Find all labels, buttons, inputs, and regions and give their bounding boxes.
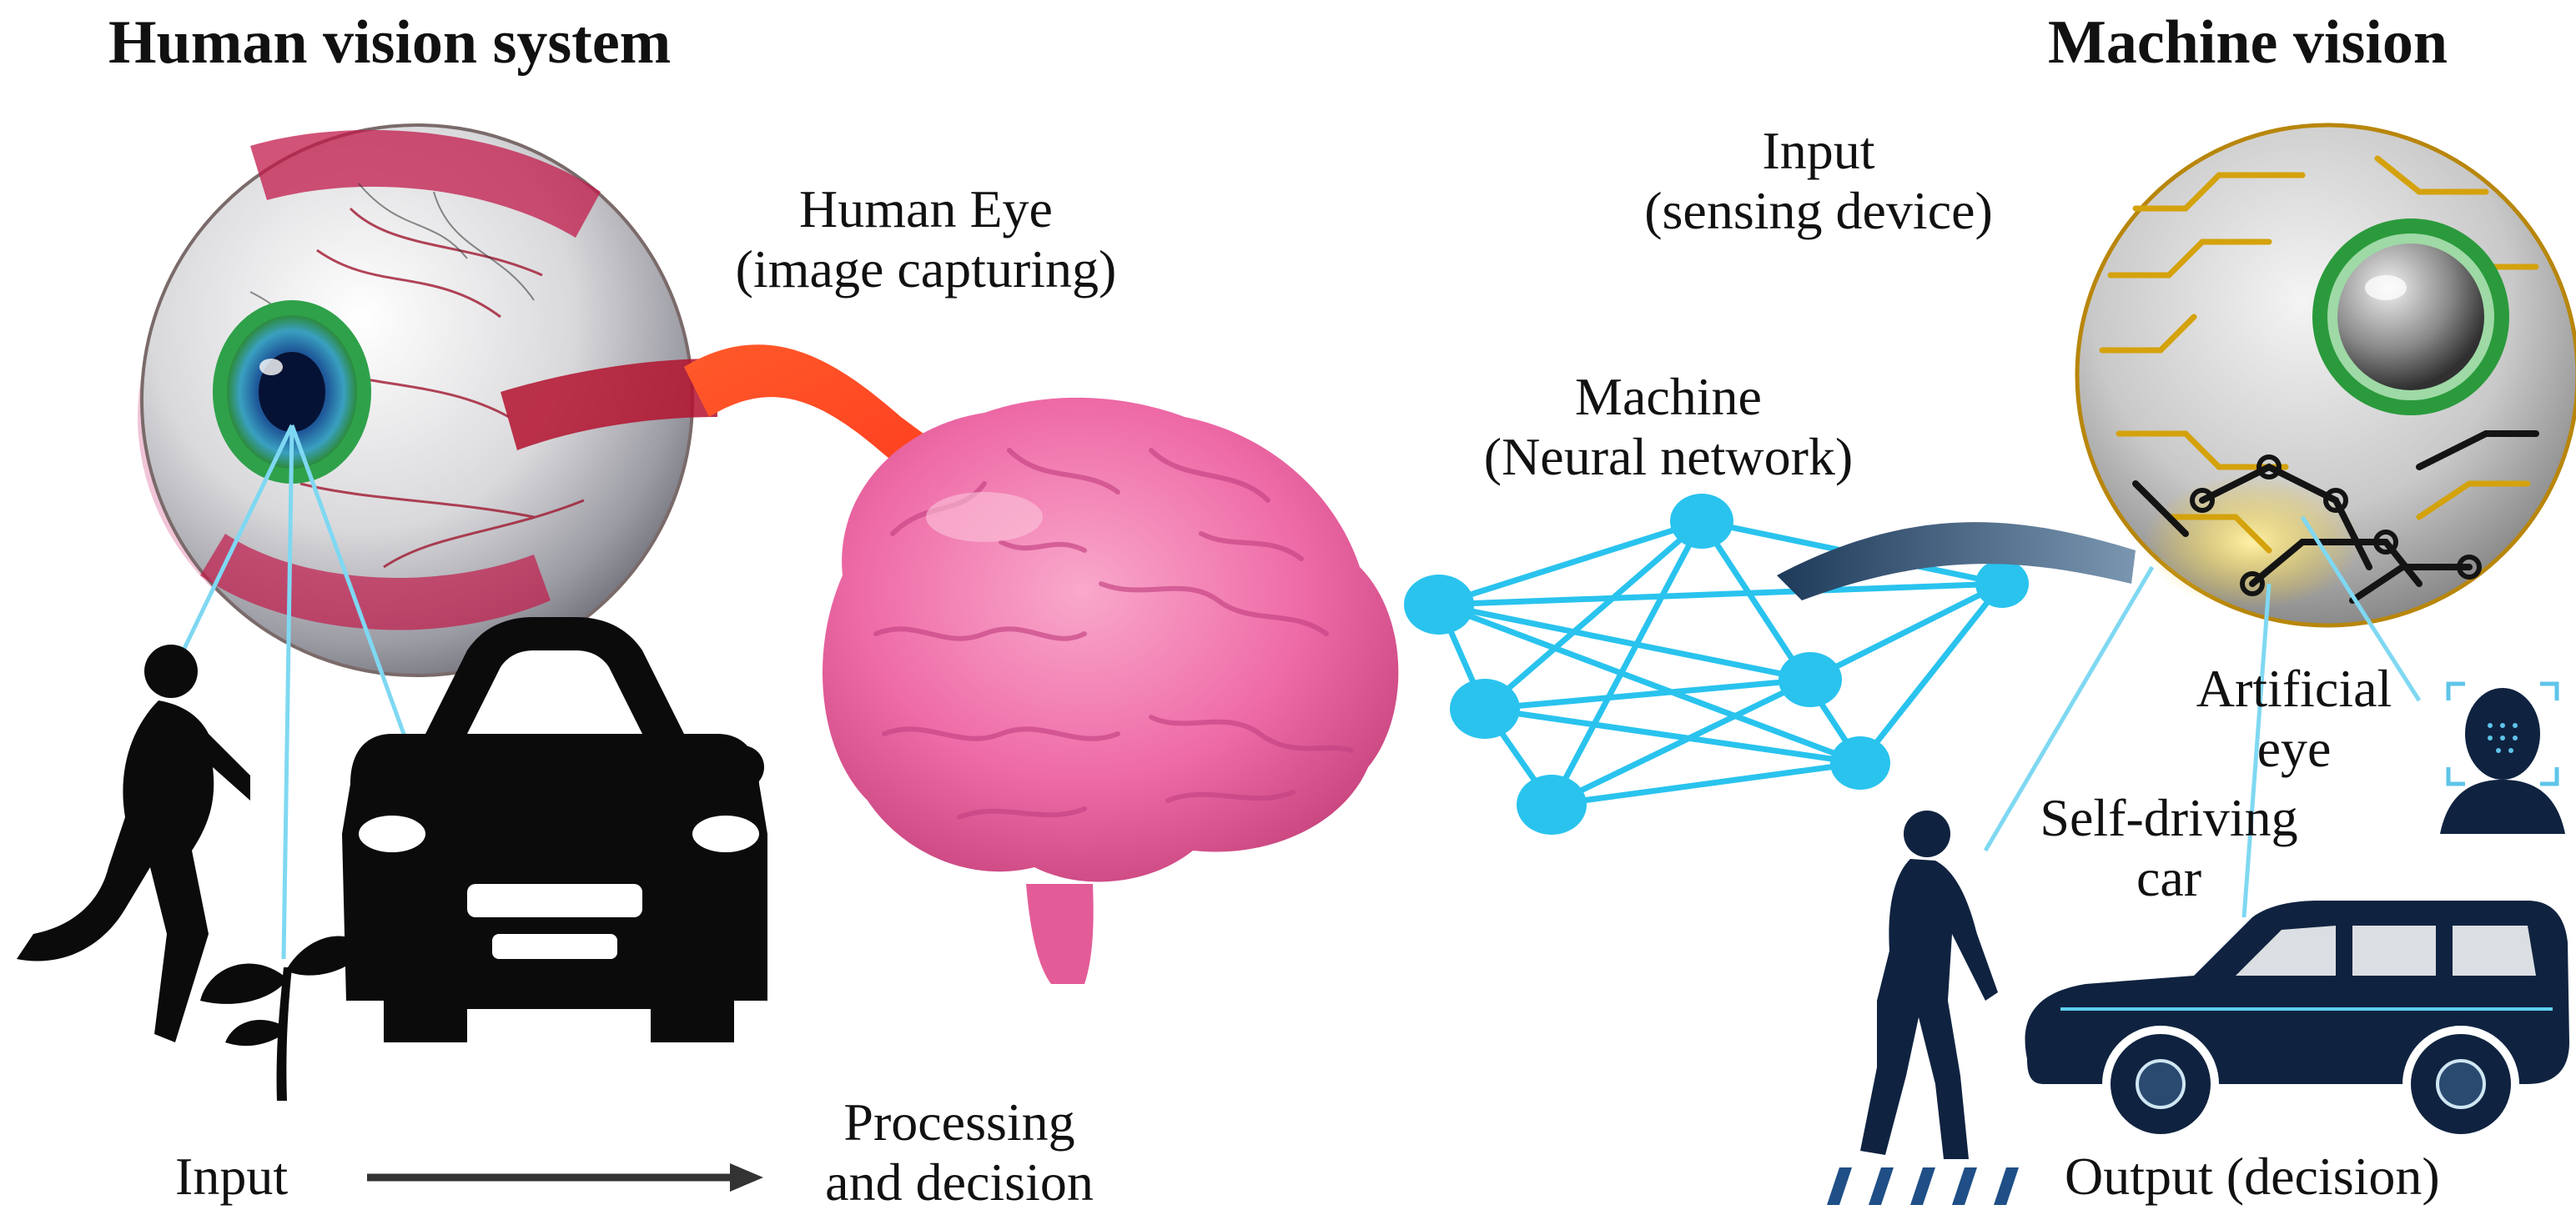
suv-side-silhouette bbox=[2025, 901, 2569, 1142]
input-sensing-label: Input (sensing device) bbox=[1585, 121, 2052, 240]
car-front-silhouette bbox=[342, 617, 767, 1042]
input-sensing-label-line1: Input bbox=[1762, 121, 1875, 180]
machine-nn-label-line2: (Neural network) bbox=[1483, 426, 1854, 486]
artificial-eye-label: Artificial eye bbox=[2136, 659, 2453, 778]
human-eye-label-line1: Human Eye bbox=[799, 179, 1053, 238]
data-cable bbox=[1777, 522, 2136, 600]
runner-silhouette bbox=[17, 645, 250, 1042]
self-driving-label-line2: car bbox=[2136, 847, 2202, 907]
processing-label-line2: and decision bbox=[825, 1152, 1094, 1212]
output-decision-label: Output (decision) bbox=[2065, 1147, 2440, 1206]
machine-sight-lines bbox=[1983, 515, 2422, 918]
self-driving-label: Self-driving car bbox=[1985, 788, 2352, 907]
self-driving-label-line1: Self-driving bbox=[2040, 788, 2298, 847]
processing-label-line1: Processing bbox=[843, 1092, 1075, 1152]
machine-nn-label: Machine (Neural network) bbox=[1426, 367, 1910, 486]
input-sensing-label-line2: (sensing device) bbox=[1644, 180, 1993, 240]
artificial-eye-label-line1: Artificial bbox=[2196, 659, 2392, 718]
circuit-eyeball-illustration bbox=[2075, 123, 2576, 628]
human-vision-title: Human vision system bbox=[108, 8, 672, 77]
human-eye-label-line2: (image capturing) bbox=[735, 238, 1117, 299]
input-bottom-label: Input bbox=[175, 1147, 289, 1206]
processing-label: Processing and decision bbox=[742, 1092, 1176, 1212]
face-recognition-icon bbox=[2440, 681, 2565, 834]
brain-illustration bbox=[823, 397, 1399, 984]
sprout-silhouette bbox=[200, 936, 367, 1101]
machine-nn-label-line1: Machine bbox=[1575, 367, 1762, 426]
crosswalk-stripes bbox=[1827, 1167, 2019, 1205]
machine-vision-title: Machine vision bbox=[2048, 8, 2448, 77]
human-eye-label: Human Eye (image capturing) bbox=[692, 179, 1160, 299]
right-arrow bbox=[367, 1163, 763, 1192]
human-eye-illustration bbox=[138, 123, 717, 677]
artificial-eye-label-line2: eye bbox=[2257, 718, 2332, 778]
walking-person-silhouette bbox=[1860, 811, 1998, 1159]
neural-network-graph bbox=[1404, 494, 2029, 835]
